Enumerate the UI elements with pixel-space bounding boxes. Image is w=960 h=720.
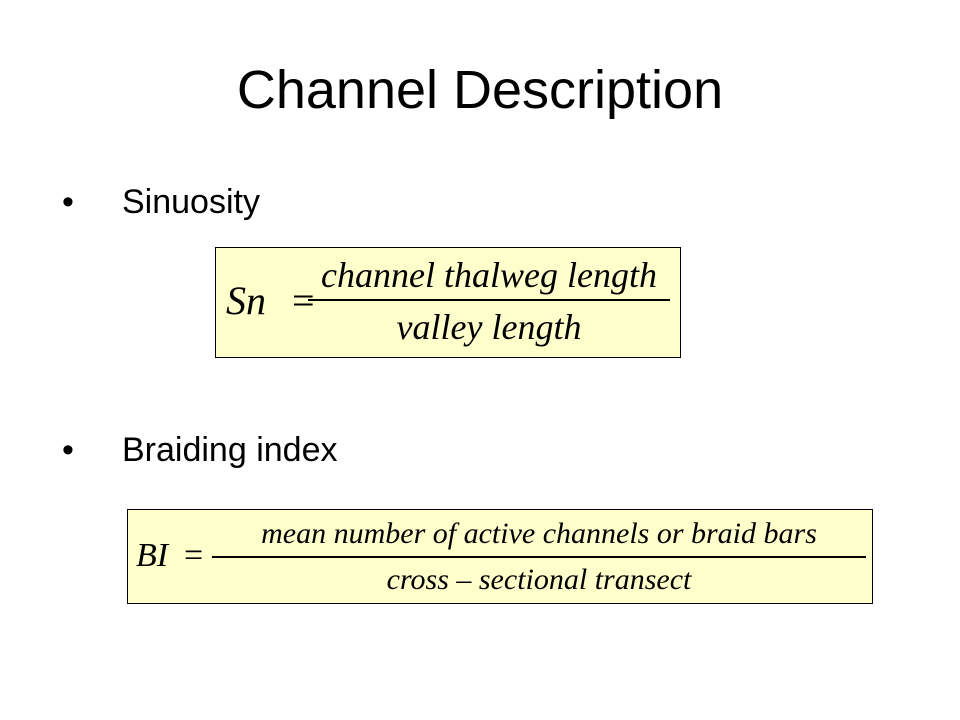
equation-lhs: BI [136, 537, 169, 574]
sinuosity-equation: Sn = channel thalweg length valley lengt… [215, 247, 681, 358]
equation-denominator: cross – sectional transect [386, 563, 692, 596]
braiding-index-equation: BI = mean number of active channels or b… [127, 509, 873, 604]
bullet-label: Sinuosity [122, 183, 260, 221]
bullet-label: Braiding index [122, 431, 338, 469]
equals-sign: = [184, 537, 204, 574]
bullet-dot: • [62, 431, 74, 469]
equation-denominator: valley length [396, 307, 582, 347]
fraction-bar [308, 299, 670, 301]
equation-numerator: channel thalweg length [321, 255, 657, 295]
bullet-dot: • [62, 183, 74, 221]
equation-numerator: mean number of active channels or braid … [261, 517, 817, 550]
fraction-bar [212, 556, 866, 558]
equals-sign: = [292, 278, 315, 323]
slide-title: Channel Description [236, 60, 724, 120]
equation-lhs: Sn [226, 278, 266, 323]
